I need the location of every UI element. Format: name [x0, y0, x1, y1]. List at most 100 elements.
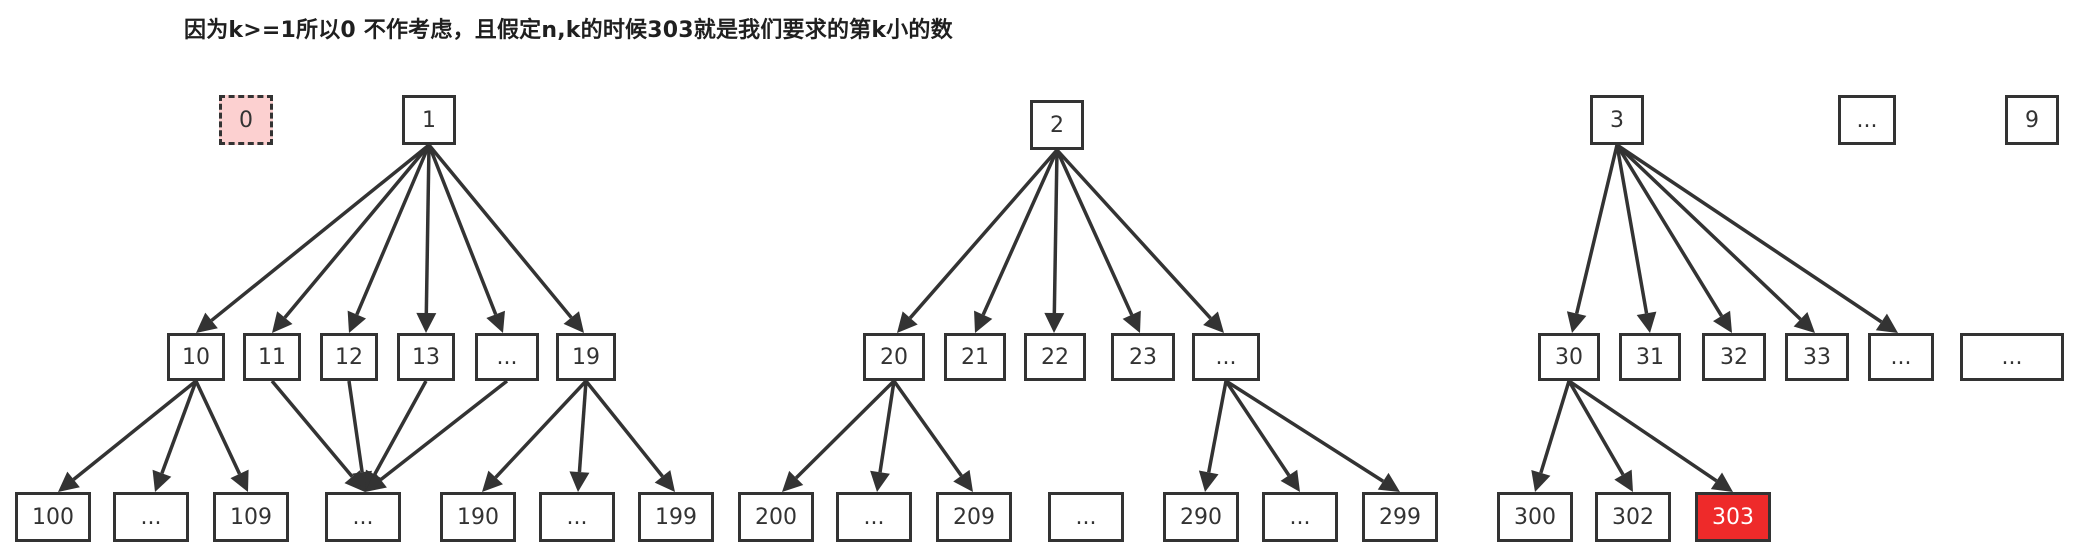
node-2x-ellipsis: ...: [1192, 333, 1260, 381]
edge-line: [1225, 379, 1385, 483]
node-9: 9: [2005, 95, 2059, 145]
node-209: 209: [936, 492, 1012, 542]
edge-line: [494, 379, 588, 479]
node-1x-ellipsis: ...: [475, 333, 539, 381]
arrowhead: [347, 310, 367, 333]
node-3x-ellipsis: ...: [1868, 333, 1934, 381]
node-19x-ellipsis: ...: [539, 492, 615, 542]
edge-line: [283, 143, 431, 319]
edge-line: [577, 380, 588, 473]
edge-line: [1539, 380, 1571, 474]
node-root-ellipsis: ...: [1838, 95, 1896, 145]
node-10x-ellipsis: ...: [113, 492, 189, 542]
arrowhead: [1875, 313, 1898, 333]
node-23: 23: [1111, 333, 1175, 381]
node-33: 33: [1785, 333, 1849, 381]
node-100: 100: [15, 492, 91, 542]
arrowhead: [654, 470, 675, 492]
edge-line: [584, 379, 664, 478]
arrowhead: [1203, 311, 1224, 333]
arrowhead: [1044, 312, 1065, 333]
edge-line: [1224, 380, 1291, 477]
node-300: 300: [1497, 492, 1573, 542]
edge-line: [373, 380, 428, 476]
node-199: 199: [638, 492, 714, 542]
arrowhead: [953, 469, 973, 492]
node-32: 32: [1702, 333, 1766, 381]
node-20: 20: [863, 333, 925, 381]
arrowhead: [1198, 470, 1219, 492]
edge-line: [379, 379, 509, 482]
arrowhead: [1280, 469, 1300, 492]
node-303-target: 303: [1695, 492, 1771, 542]
arrowhead: [58, 471, 80, 492]
arrowhead: [1531, 469, 1551, 492]
node-299: 299: [1362, 492, 1438, 542]
edge-line: [347, 380, 364, 473]
node-11: 11: [243, 333, 301, 381]
arrowhead: [1614, 469, 1633, 492]
arrowhead: [1713, 310, 1732, 333]
edge-line: [908, 148, 1059, 320]
edge-line: [427, 143, 573, 319]
arrowhead: [897, 311, 918, 333]
edge-line: [194, 380, 242, 475]
arrowhead: [152, 469, 172, 492]
arrowhead: [974, 310, 993, 333]
edge-line: [1055, 149, 1134, 316]
edge-line: [1574, 144, 1619, 314]
arrowhead: [1377, 472, 1400, 492]
node-302: 302: [1595, 492, 1671, 542]
arrowhead: [416, 312, 437, 333]
node-3: 3: [1590, 95, 1644, 145]
edge-line: [1615, 144, 1649, 314]
edge-line: [1616, 143, 1883, 324]
edge-line: [1568, 379, 1718, 483]
arrowhead: [1636, 311, 1657, 333]
arrowhead: [569, 471, 590, 492]
arrowhead: [563, 311, 584, 333]
edge-line: [424, 144, 431, 314]
node-shared-ellipsis: ...: [325, 492, 401, 542]
node-12: 12: [320, 333, 378, 381]
node-0-skipped: 0: [219, 95, 273, 145]
node-3x-ellipsis-wide: ...: [1960, 333, 2064, 381]
edge-line: [1206, 380, 1228, 473]
arrowhead: [870, 470, 890, 492]
node-19: 19: [556, 333, 616, 381]
arrowhead: [272, 311, 293, 333]
arrowhead: [1710, 472, 1733, 492]
edge-line: [1052, 149, 1059, 314]
arrowhead: [365, 471, 387, 492]
node-20x-ellipsis: ...: [836, 492, 912, 542]
arrowhead: [1122, 310, 1141, 333]
edge-line: [160, 380, 198, 474]
node-13: 13: [397, 333, 455, 381]
arrowhead: [486, 310, 505, 333]
edge-line: [210, 143, 431, 322]
edge-line: [1615, 143, 1802, 321]
node-10: 10: [167, 333, 225, 381]
arrowhead: [196, 312, 218, 333]
edge-line: [794, 379, 896, 480]
node-21: 21: [944, 333, 1006, 381]
arrowhead: [230, 469, 249, 492]
node-109: 109: [213, 492, 289, 542]
node-2: 2: [1030, 100, 1084, 150]
node-31: 31: [1619, 333, 1681, 381]
node-22: 22: [1024, 333, 1086, 381]
edge-line: [355, 144, 431, 316]
arrowhead: [782, 470, 804, 492]
node-2xx-ellipsis: ...: [1048, 492, 1124, 542]
node-190: 190: [440, 492, 516, 542]
arrowhead: [1566, 311, 1587, 333]
edge-line: [1615, 144, 1724, 317]
edge-line: [892, 379, 963, 477]
edge-line: [1055, 148, 1212, 320]
edge-line: [270, 379, 354, 478]
edge-line: [1567, 380, 1625, 476]
edge-line: [72, 379, 198, 481]
caption: 因为k>=1所以0 不作考虑，且假定n,k的时候303就是我们要求的第k小的数: [184, 18, 953, 43]
node-290: 290: [1163, 492, 1239, 542]
